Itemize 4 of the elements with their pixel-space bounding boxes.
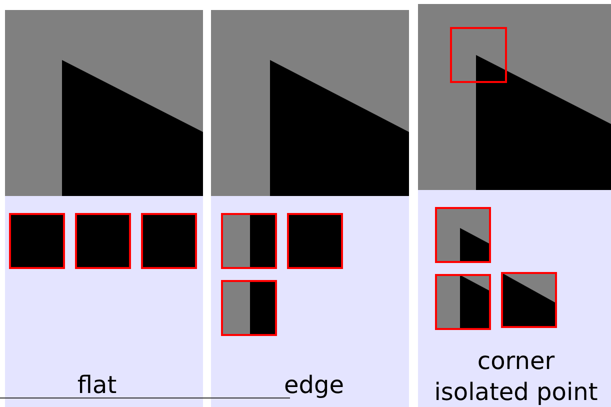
caption-text: edge: [284, 371, 344, 399]
caption-text: isolated point: [434, 378, 598, 406]
caption-text: flat: [77, 371, 117, 399]
caption-text: corner: [477, 347, 555, 375]
